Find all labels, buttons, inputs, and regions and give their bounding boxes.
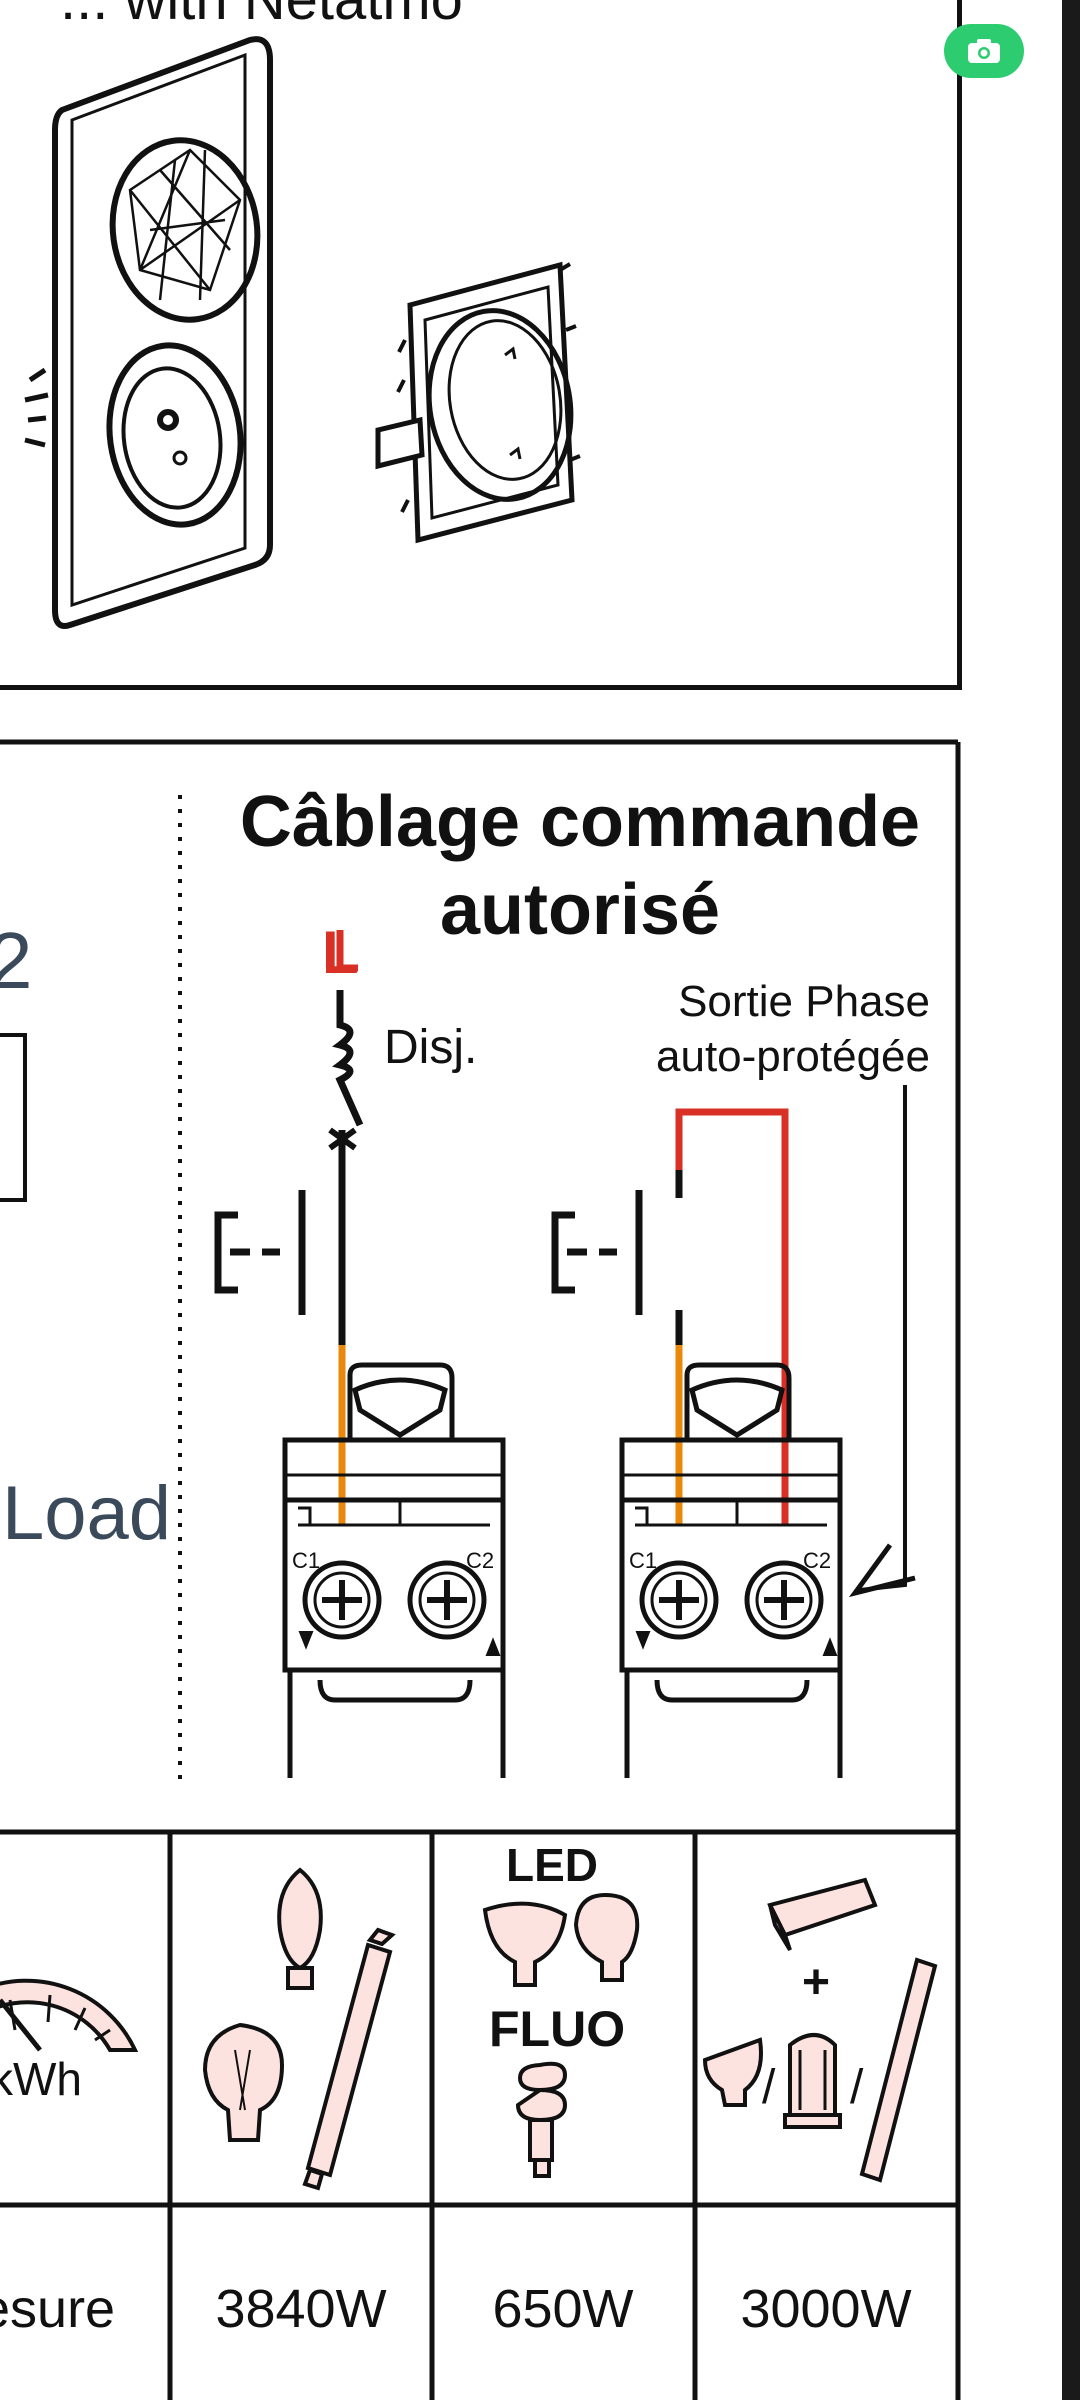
outlet-illustration bbox=[24, 36, 273, 629]
output-label-line2: auto-protégée bbox=[656, 1032, 930, 1081]
partial-box bbox=[0, 1033, 27, 1202]
terminal-c2-right: C2 bbox=[803, 1548, 832, 1573]
terminal-c1-left: C1 bbox=[292, 1548, 321, 1573]
wiring-diagram bbox=[178, 795, 916, 1780]
terminal-block-left bbox=[282, 1362, 506, 1778]
terminal-c2-left: C2 bbox=[466, 1548, 495, 1573]
product-panel bbox=[0, 0, 962, 690]
partial-number: 2 bbox=[0, 916, 33, 1005]
value-cell-2: 3840W bbox=[215, 2279, 387, 2339]
halogen-tube-icon bbox=[302, 1927, 396, 2191]
wiring-title: Câblage commande autorisé bbox=[239, 782, 921, 950]
screenshot-button[interactable] bbox=[944, 24, 1024, 78]
module-illustration bbox=[375, 261, 581, 544]
dichroic-lamp-icon bbox=[702, 2037, 763, 2107]
slash-1: / bbox=[762, 2061, 776, 2114]
camera-icon bbox=[968, 39, 1000, 63]
load-label: Load bbox=[2, 1471, 172, 1556]
value-cell-3: 650W bbox=[492, 2279, 634, 2339]
scroll-edge bbox=[1062, 0, 1080, 2400]
terminal-c1-right: C1 bbox=[629, 1548, 658, 1573]
value-cell-4: 3000W bbox=[740, 2279, 912, 2339]
compact-fluo-icon bbox=[783, 2033, 842, 2129]
section-title: ... with Netatmo bbox=[60, 0, 463, 33]
load-table-grid bbox=[0, 739, 961, 2400]
value-cell-1: esure bbox=[0, 2279, 116, 2339]
transformer-icon bbox=[767, 1877, 878, 1952]
energy-meter-icon bbox=[0, 1978, 139, 2052]
fluo-bulb-icon bbox=[515, 2061, 568, 2178]
fluo-label: FLUO bbox=[489, 2001, 626, 2057]
meter-unit: kWh bbox=[0, 2053, 82, 2105]
incandescent-bulb-icon bbox=[202, 1867, 323, 2142]
output-label-line1: Sortie Phase bbox=[678, 977, 930, 1026]
plus-sign: + bbox=[802, 1956, 831, 2009]
terminal-block-right bbox=[619, 1362, 843, 1778]
led-label: LED bbox=[506, 1839, 598, 1891]
breaker-label: Disj. bbox=[384, 1021, 478, 1074]
slash-2: / bbox=[850, 2061, 864, 2114]
fluo-tube-icon bbox=[859, 1957, 938, 2183]
led-bulbs-icon bbox=[482, 1892, 640, 1987]
phase-label: L bbox=[322, 919, 359, 986]
